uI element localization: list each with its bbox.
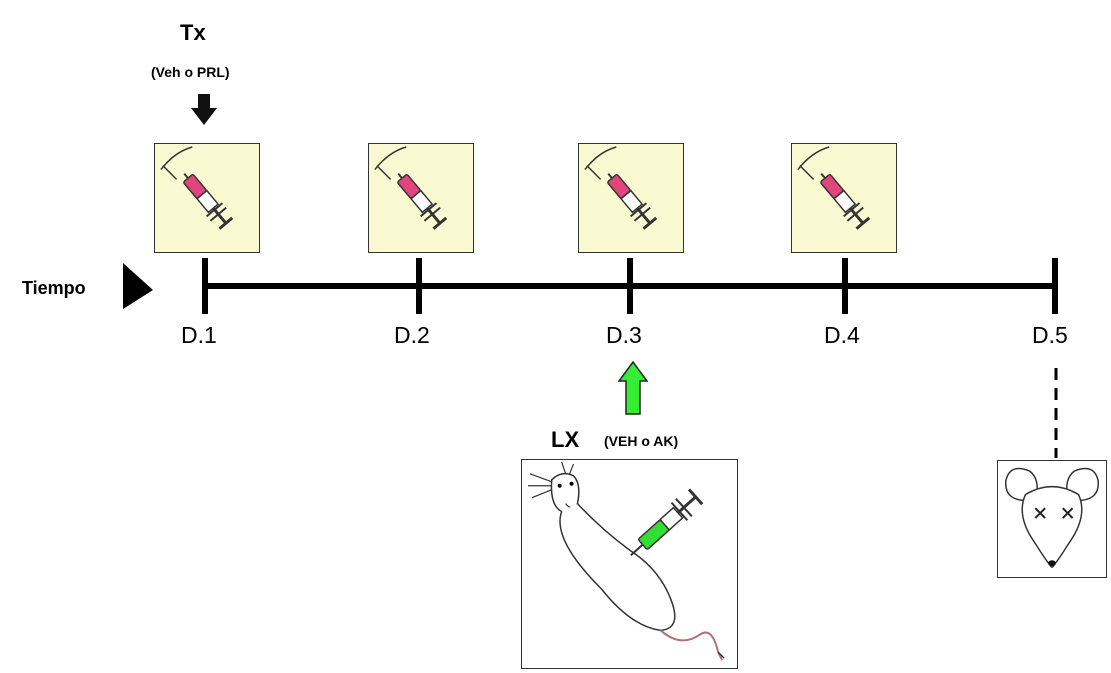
day-label-3: D.3 — [606, 322, 642, 348]
lesion-rat-panel — [521, 459, 738, 669]
lesion-arrow-icon — [617, 360, 649, 415]
day-label-2: D.2 — [394, 322, 430, 348]
timeline-label: Tiempo — [22, 278, 86, 298]
syringe-icon — [374, 146, 448, 230]
syringe-box-d1 — [154, 143, 260, 253]
timeline-start-marker — [123, 263, 153, 309]
syringe-box-d2 — [368, 143, 474, 253]
day-label-4: D.4 — [824, 322, 860, 348]
day-label-5: D.5 — [1032, 322, 1068, 348]
rat-injection-icon — [527, 461, 725, 661]
lesion-sublabel: (VEH o AK) — [604, 433, 679, 449]
lesion-label: LX — [551, 427, 580, 452]
syringe-box-d3 — [578, 143, 684, 253]
treatment-sublabel: (Veh o PRL) — [151, 64, 230, 80]
endpoint-mouse-panel — [997, 460, 1107, 578]
syringe-icon — [797, 146, 871, 230]
day-label-1: D.1 — [181, 322, 217, 348]
treatment-label: Tx — [180, 20, 206, 45]
syringe-icon — [584, 146, 658, 230]
syringe-icon — [160, 146, 234, 230]
dead-mouse-icon — [1005, 467, 1099, 568]
syringe-box-d4 — [791, 143, 897, 253]
treatment-arrow-icon — [191, 94, 217, 125]
